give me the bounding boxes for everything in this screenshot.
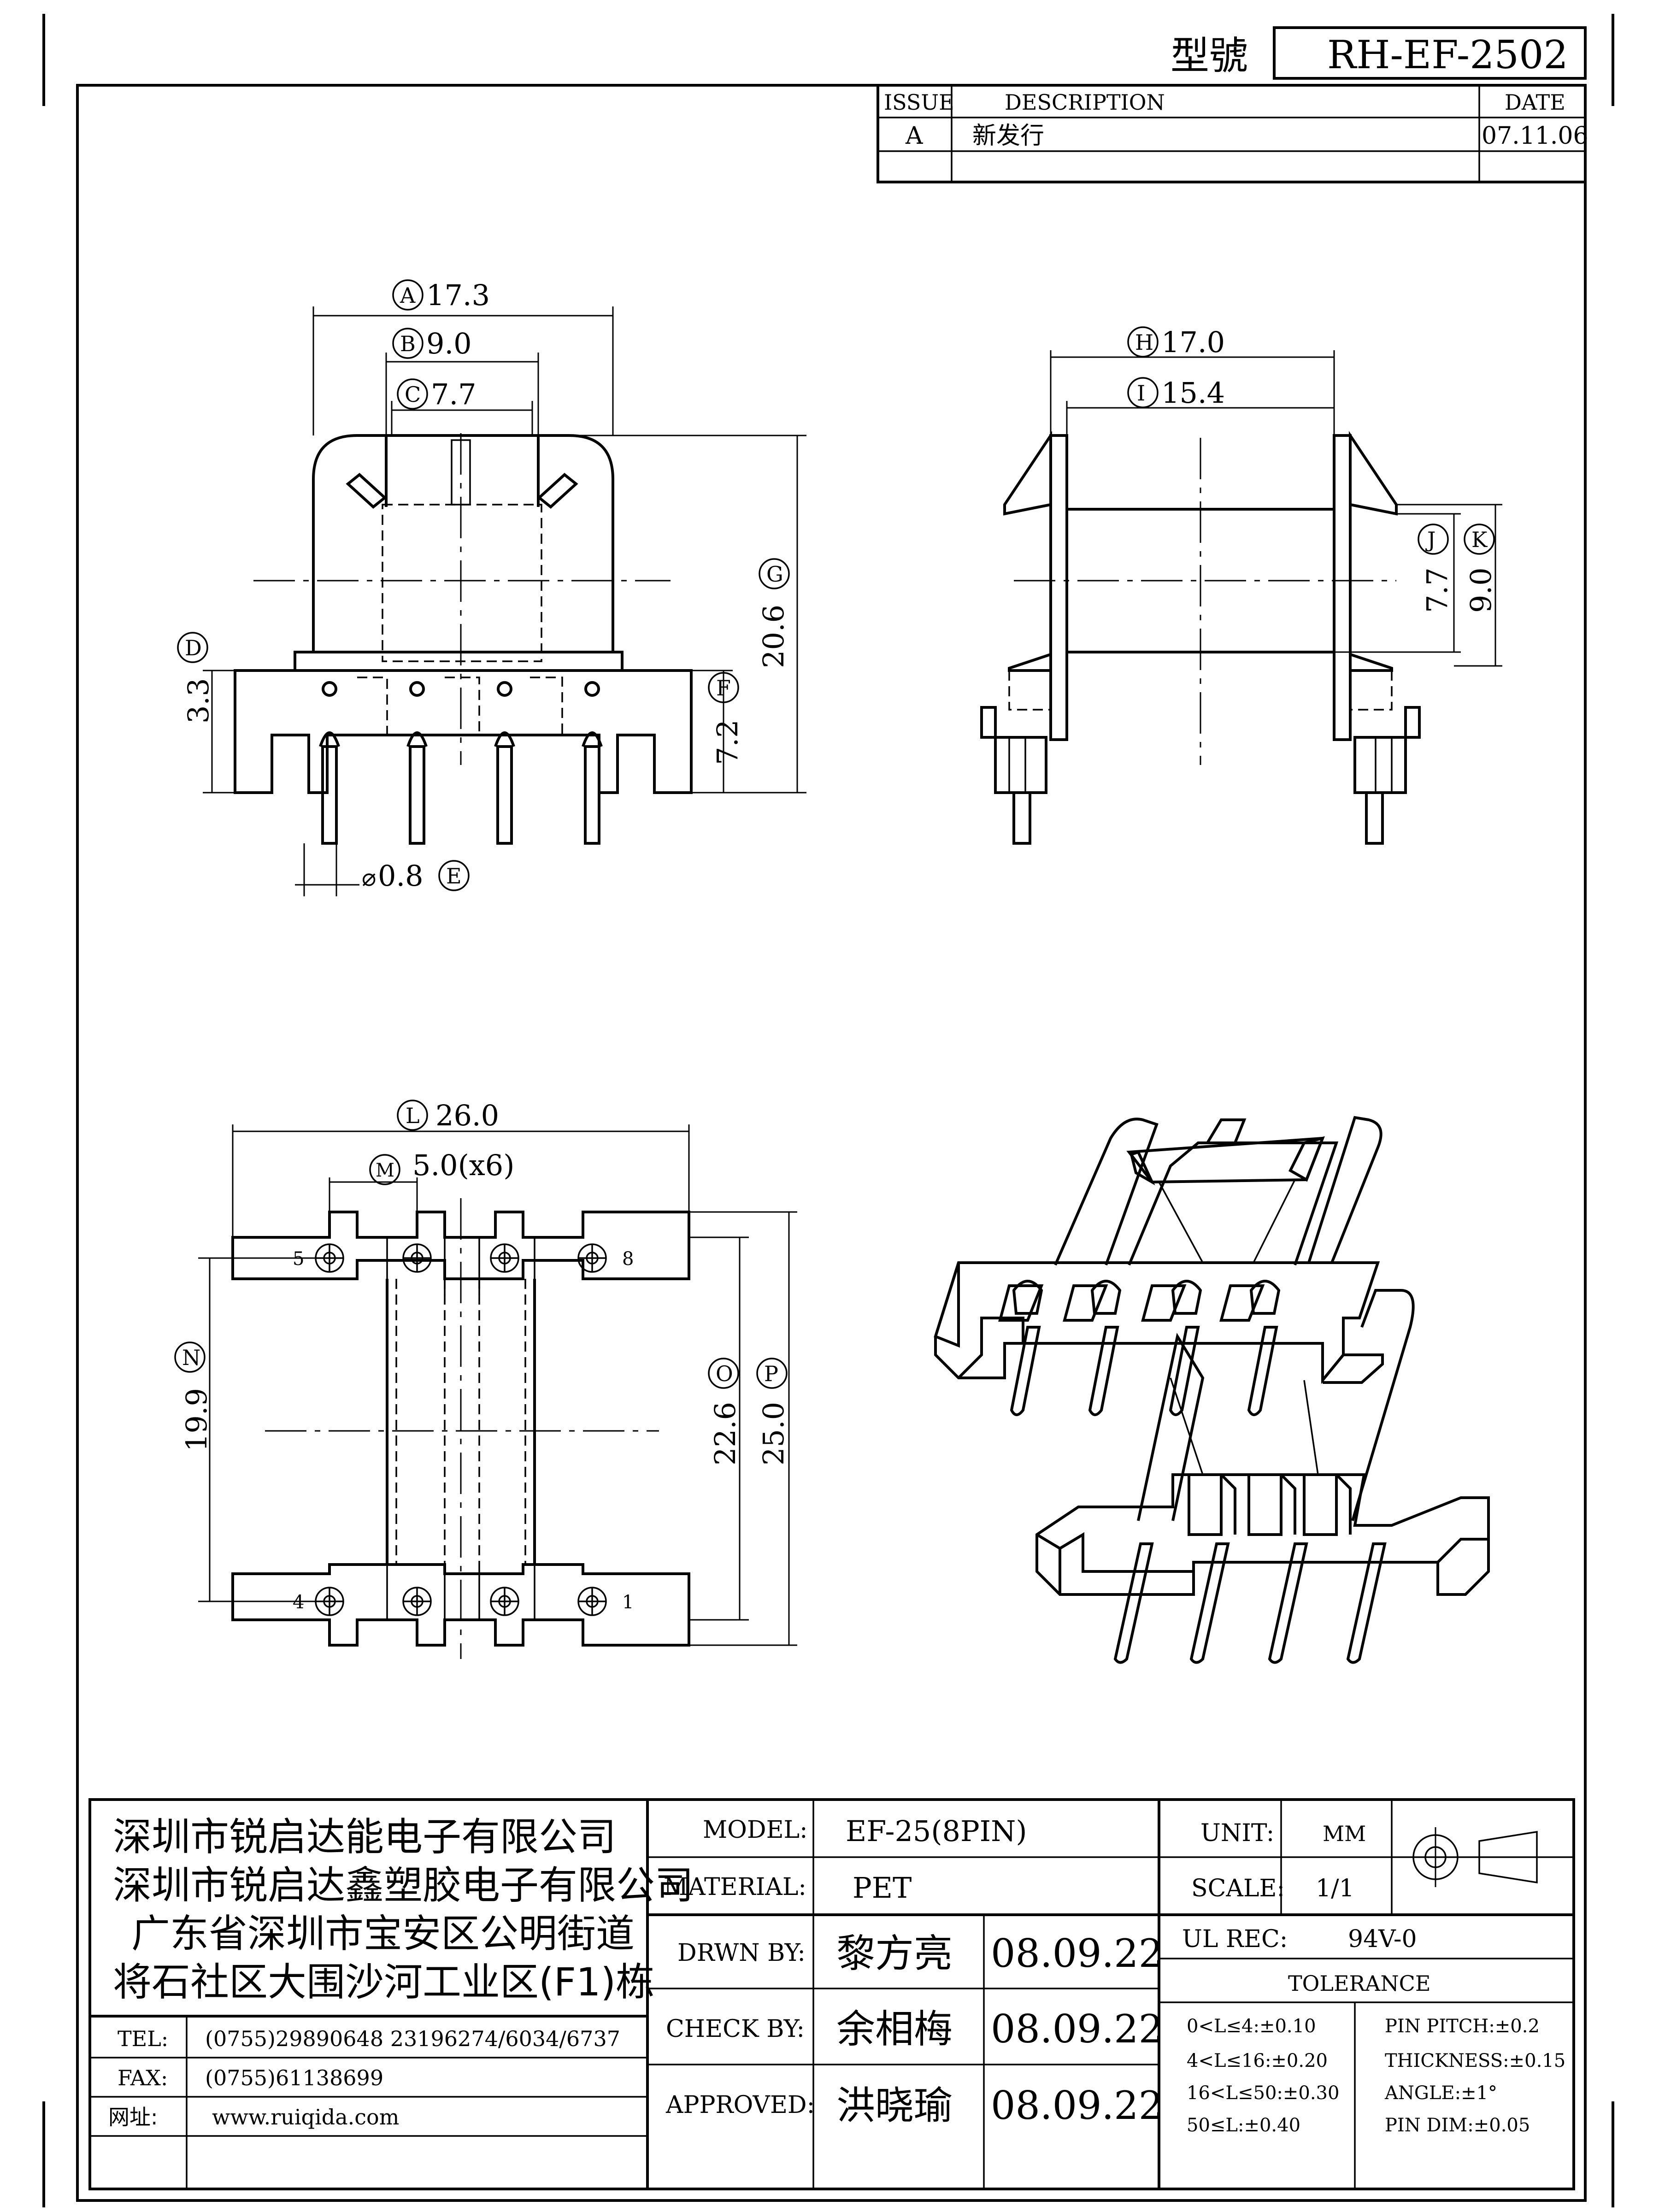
tel-value: (0755)29890648 23196274/6034/6737: [205, 2026, 620, 2051]
dim-a-value: 17.3: [426, 278, 490, 312]
dim-g-value: 20.6: [757, 605, 790, 668]
dim-n-value: 19.9: [180, 1388, 213, 1452]
pin-label-1: 1: [622, 1592, 634, 1613]
scale-label: SCALE:: [1191, 1875, 1285, 1902]
dim-k-letter: K: [1471, 527, 1488, 552]
side-view: H 17.0 I 15.4 J 7.7 K 9.0: [980, 325, 1502, 845]
dim-g-letter: G: [766, 562, 783, 587]
dim-j-value: 7.7: [1420, 567, 1454, 613]
dim-e-symbol: ⌀: [362, 864, 376, 892]
tolerance-right-4: PIN DIM:±0.05: [1385, 2115, 1530, 2136]
rev-header-date: DATE: [1505, 90, 1565, 115]
company-line-4: 将石社区大围沙河工业区(F1)栋: [113, 1959, 654, 2005]
rev-date: 07.11.06: [1482, 122, 1588, 150]
drawn-date: 08.09.22: [991, 1931, 1163, 1976]
title-block: 深圳市锐启达能电子有限公司 深圳市锐启达鑫塑胶电子有限公司 广东省深圳市宝安区公…: [88, 1798, 1575, 2190]
company-line-2: 深圳市锐启达鑫塑胶电子有限公司: [113, 1863, 694, 1908]
material-value: PET: [853, 1871, 912, 1905]
dim-h-value: 17.0: [1161, 325, 1225, 359]
dim-f-letter: F: [716, 676, 731, 700]
dim-p-letter: P: [764, 1361, 778, 1386]
check-label: CHECK BY:: [666, 2015, 805, 2043]
tolerance-right-2: THICKNESS:±0.15: [1385, 2050, 1565, 2071]
dim-j-letter: J: [1425, 527, 1435, 552]
dim-p-value: 25.0: [757, 1402, 790, 1465]
model-no: RH-EF-2502: [1327, 32, 1568, 77]
unit-label: UNIT:: [1200, 1819, 1274, 1847]
dim-c-letter: C: [405, 382, 421, 407]
tolerance-left-4: 50≤L:±0.40: [1187, 2115, 1300, 2136]
dim-k-value: 9.0: [1464, 567, 1498, 613]
tel-label: TEL:: [118, 2026, 168, 2051]
model-value: EF-25(8PIN): [846, 1814, 1027, 1848]
rev-header-issue: ISSUE: [884, 90, 954, 115]
ul-label: UL REC:: [1182, 1925, 1288, 1953]
front-view: A 17.3 B 9.0 C 7.7 D 3.3 ⌀ 0.8 E: [177, 278, 806, 896]
dim-b-value: 9.0: [426, 327, 472, 360]
tolerance-left-2: 4<L≤16:±0.20: [1187, 2050, 1328, 2071]
sheet-border: [42, 14, 1614, 2207]
revision-table: ISSUE DESCRIPTION DATE A 新发行 07.11.06: [877, 84, 1588, 183]
dim-l-value: 26.0: [435, 1099, 499, 1132]
dim-c-value: 7.7: [431, 377, 477, 411]
dim-e-letter: E: [446, 864, 462, 888]
approved-label: APPROVED:: [665, 2091, 815, 2119]
tolerance-right-3: ANGLE:±1°: [1384, 2083, 1497, 2104]
isometric-view: [934, 1116, 1490, 1664]
dim-e-value: 0.8: [378, 859, 424, 893]
model-no-label: 型號: [1171, 33, 1248, 78]
drawn-by: 黎方亮: [836, 1931, 953, 1976]
pin-label-4: 4: [293, 1592, 304, 1613]
dim-b-letter: B: [400, 331, 416, 356]
approved-date: 08.09.22: [991, 2083, 1163, 2128]
dim-m-value: 5.0(x6): [412, 1148, 514, 1182]
scale-value: 1/1: [1316, 1875, 1354, 1902]
dim-i-value: 15.4: [1161, 376, 1225, 410]
dim-n-letter: N: [182, 1345, 200, 1370]
web-value: www.ruiqida.com: [212, 2105, 399, 2130]
dim-m-letter: M: [376, 1160, 394, 1181]
dim-i-letter: I: [1137, 381, 1145, 406]
model-label: MODEL:: [703, 1816, 808, 1844]
unit-value: MM: [1323, 1821, 1366, 1846]
check-date: 08.09.22: [991, 2006, 1163, 2052]
dim-d-value: 3.3: [182, 678, 215, 724]
web-label: 网址:: [108, 2105, 158, 2130]
pin-label-8: 8: [622, 1248, 634, 1270]
rev-description: 新发行: [972, 122, 1044, 150]
dim-h-letter: H: [1135, 330, 1153, 355]
fax-value: (0755)61138699: [205, 2065, 383, 2090]
tolerance-left-1: 0<L≤4:±0.10: [1187, 2016, 1316, 2037]
material-label: MATERIAL:: [664, 1873, 806, 1901]
check-by: 余相梅: [836, 2006, 953, 2052]
dim-a-letter: A: [400, 283, 416, 308]
model-number-header: 型號 RH-EF-2502: [1171, 26, 1587, 80]
bottom-view: 5 8 4 1 L 26.0 M 5.0(x6) N 19.9 O 22.6: [174, 1099, 797, 1659]
tolerance-left-3: 16<L≤50:±0.30: [1187, 2083, 1339, 2104]
fax-label: FAX:: [118, 2065, 168, 2090]
tolerance-label: TOLERANCE: [1288, 1971, 1430, 1996]
company-line-3: 广东省深圳市宝安区公明街道: [131, 1911, 635, 1956]
company-line-1: 深圳市锐启达能电子有限公司: [113, 1814, 616, 1859]
dim-f-value: 7.2: [711, 719, 744, 765]
tolerance-right-1: PIN PITCH:±0.2: [1385, 2016, 1540, 2037]
dim-o-letter: O: [716, 1361, 733, 1386]
approved-by: 洪晓瑜: [836, 2083, 953, 2128]
projection-symbol: [1406, 1827, 1553, 1887]
rev-header-description: DESCRIPTION: [1005, 90, 1165, 115]
drawn-label: DRWN BY:: [677, 1939, 806, 1967]
ul-value: 94V-0: [1348, 1925, 1417, 1953]
dim-d-letter: D: [185, 635, 202, 660]
dim-o-value: 22.6: [708, 1402, 742, 1465]
pin-label-5: 5: [293, 1248, 304, 1270]
dim-l-letter: L: [406, 1103, 420, 1128]
rev-issue: A: [905, 122, 924, 150]
